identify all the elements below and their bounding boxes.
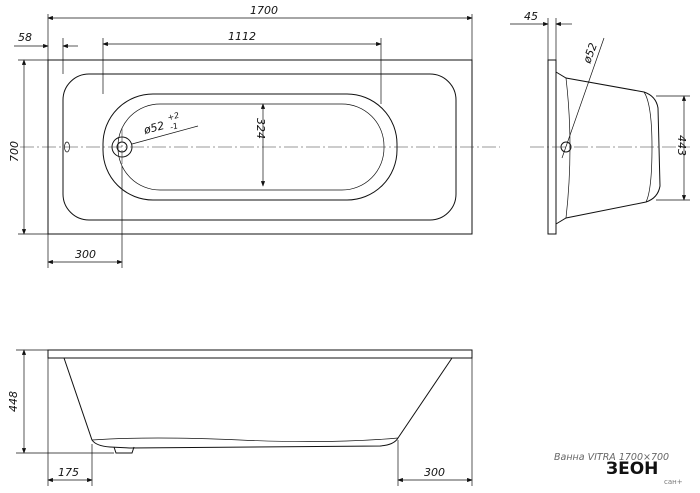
front-view-rim xyxy=(47,349,473,359)
dim-drain-offset: 300 xyxy=(75,248,96,261)
drain-tolerance-lower: -1 xyxy=(169,121,179,132)
top-view: 1700 58 1112 324 700 ø52 +2 -1 300 xyxy=(8,4,500,268)
logo-sub-text: сан+ xyxy=(664,478,683,486)
side-drain-diameter-label: ø52 xyxy=(580,41,600,66)
dim-front-right-offset: 300 xyxy=(424,466,445,479)
drain-diameter-label: ø52 xyxy=(141,119,165,137)
zeon-logo: ЗЕОН сан+ xyxy=(606,459,683,486)
drain-leader xyxy=(131,125,199,145)
logo-main-text: ЗЕОН xyxy=(606,459,658,479)
drain-tolerance-upper: +2 xyxy=(166,111,180,123)
dim-total-width: 700 xyxy=(8,141,21,162)
front-view: 448 175 300 xyxy=(7,349,473,486)
dim-inner-length: 1112 xyxy=(228,30,256,43)
side-view-body xyxy=(555,71,661,225)
dim-rim-offset: 58 xyxy=(18,31,32,44)
drawing-caption: Ванна VITRA 1700×700 xyxy=(554,452,669,463)
side-view: 45 ø52 443 xyxy=(510,10,690,235)
side-drain-leader xyxy=(561,37,605,159)
front-view-bottom-line xyxy=(91,437,399,442)
dim-side-height: 443 xyxy=(675,135,688,156)
dim-side-rim: 45 xyxy=(524,10,538,23)
front-view-drain xyxy=(113,446,135,454)
dim-front-left-offset: 175 xyxy=(58,466,79,479)
dim-front-height: 448 xyxy=(7,391,20,412)
dim-inner-width: 324 xyxy=(254,118,267,139)
front-view-body xyxy=(63,357,453,449)
dim-total-length: 1700 xyxy=(250,4,278,17)
